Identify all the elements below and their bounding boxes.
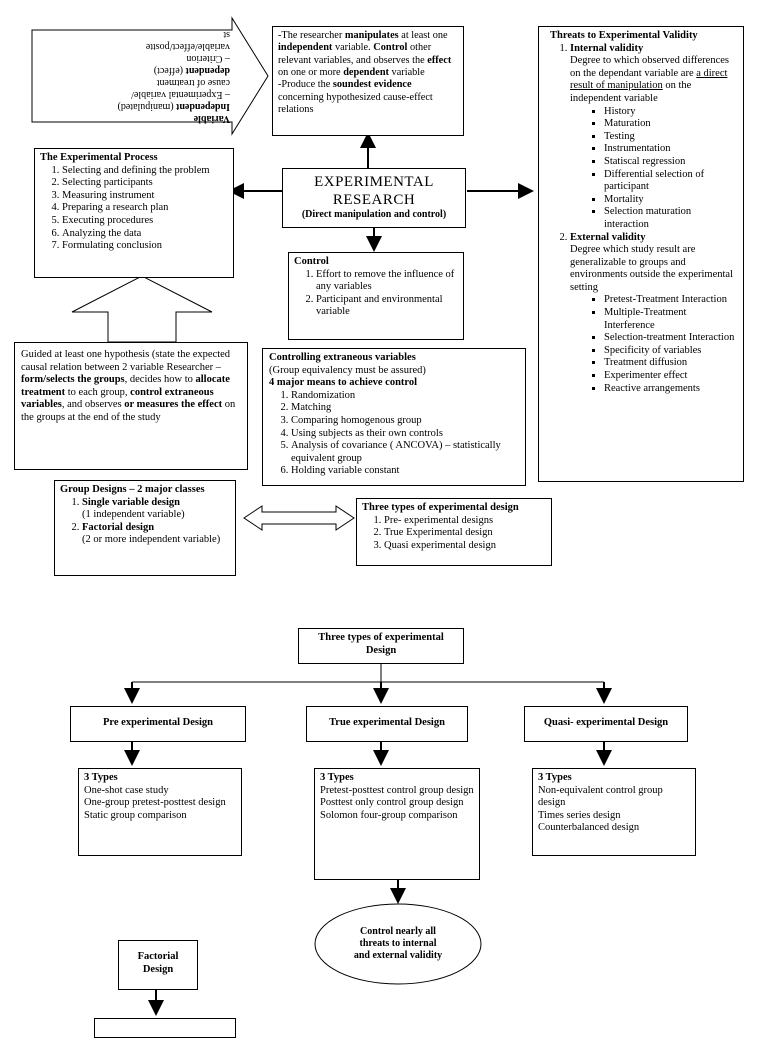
- pre-type: Static group comparison: [84, 809, 187, 821]
- three-types-item: Quasi experimental design: [384, 540, 546, 553]
- external-threat: Reactive arrangements: [604, 383, 738, 396]
- three-types-title: Three types of experimental design: [362, 502, 519, 513]
- process-step: Formulating conclusion: [62, 240, 228, 253]
- control-item: Effort to remove the influence of any va…: [316, 269, 458, 294]
- pre-design-box: Pre experimental Design: [70, 706, 246, 742]
- internal-threat: Statiscal regression: [604, 156, 738, 169]
- extraneous-item: Analysis of covariance ( ANCOVA) – stati…: [291, 440, 519, 465]
- process-title: The Experimental Process: [40, 152, 158, 163]
- extraneous-title: Controlling extraneous variables: [269, 352, 416, 363]
- quasi-type: Non-equivalent control group design: [538, 784, 663, 809]
- process-step: Executing procedures: [62, 215, 228, 228]
- guided-box: Guided at least one hypothesis (state th…: [14, 342, 248, 470]
- extraneous-box: Controlling extraneous variables (Group …: [262, 348, 526, 486]
- group-designs-box: Group Designs – 2 major classes Single v…: [54, 480, 236, 576]
- process-step: Selecting and defining the problem: [62, 165, 228, 178]
- main-title-line1: EXPERIMENTAL: [314, 174, 434, 190]
- true-type: Pretest-posttest control group design: [320, 784, 474, 796]
- quasi-design-box: Quasi- experimental Design: [524, 706, 688, 742]
- internal-threat: History: [604, 106, 738, 119]
- extraneous-item: Holding variable constant: [291, 465, 519, 478]
- external-threat: Pretest-Treatment Interaction: [604, 294, 738, 307]
- quasi-type: Times series design: [538, 809, 621, 821]
- quasi-type: Counterbalanced design: [538, 822, 640, 834]
- process-step: Selecting participants: [62, 177, 228, 190]
- hollow-arrow-variable: [31, 16, 269, 136]
- internal-threat: Instrumentation: [604, 143, 738, 156]
- external-threat: Treatment diffusion: [604, 357, 738, 370]
- definition-box: -The researcher manipulates at least one…: [272, 26, 464, 136]
- double-arrow: [243, 505, 355, 531]
- validity-oval: [314, 903, 482, 985]
- quasi-types-box: 3 Types Non-equivalent control group des…: [532, 768, 696, 856]
- oval-text: Control nearly all threats to internal a…: [353, 926, 443, 961]
- control-box: Control Effort to remove the influence o…: [288, 252, 464, 340]
- process-step: Preparing a research plan: [62, 202, 228, 215]
- process-box: The Experimental Process Selecting and d…: [34, 148, 234, 278]
- control-item: Participant and environmental variable: [316, 294, 458, 319]
- internal-threat: Differential selection of participant: [604, 169, 738, 194]
- control-title: Control: [294, 256, 329, 267]
- external-validity: External validity Degree which study res…: [570, 232, 738, 396]
- external-threat: Experimenter effect: [604, 370, 738, 383]
- pre-type: One-shot case study: [84, 784, 169, 796]
- external-threat: Specificity of variables: [604, 345, 738, 358]
- extraneous-heading: 4 major means to achieve control: [269, 377, 418, 389]
- threats-title: Threats to Experimental Validity: [550, 30, 698, 41]
- internal-threat: Maturation: [604, 118, 738, 131]
- factorial-child-box: [94, 1018, 236, 1038]
- process-step: Measuring instrument: [62, 190, 228, 203]
- internal-threat: Selection maturation interaction: [604, 206, 738, 231]
- three-types-box: Three types of experimental design Pre- …: [356, 498, 552, 566]
- external-threat: Multiple-Treatment Interference: [604, 307, 738, 332]
- extraneous-item: Randomization: [291, 390, 519, 403]
- main-title-line2: RESEARCH: [332, 192, 416, 208]
- tree-root-box: Three types of experimental Design: [298, 628, 464, 664]
- extraneous-sub: (Group equivalency must be assured): [269, 364, 426, 376]
- extraneous-item: Comparing homogenous group: [291, 415, 519, 428]
- pre-type: One-group pretest-posttest design: [84, 797, 226, 809]
- main-box: EXPERIMENTAL RESEARCH (Direct manipulati…: [282, 168, 466, 228]
- three-types-item: Pre- experimental designs: [384, 515, 546, 528]
- true-type: Posttest only control group design: [320, 797, 464, 809]
- process-step: Analyzing the data: [62, 228, 228, 241]
- variable-independent: Independent: [176, 101, 230, 112]
- three-types-item: True Experimental design: [384, 527, 546, 540]
- group-design-item: Single variable design(1 independent var…: [82, 497, 230, 522]
- internal-validity: Internal validity Degree to which observ…: [570, 43, 738, 232]
- internal-threat: Testing: [604, 131, 738, 144]
- extraneous-item: Matching: [291, 402, 519, 415]
- true-type: Solomon four-group comparison: [320, 809, 458, 821]
- hollow-arrow-guided: [71, 275, 213, 343]
- pre-types-box: 3 Types One-shot case study One-group pr…: [78, 768, 242, 856]
- true-types-box: 3 Types Pretest-posttest control group d…: [314, 768, 480, 880]
- main-subtitle: (Direct manipulation and control): [301, 209, 447, 220]
- external-threat: Selection-treatment Interaction: [604, 332, 738, 345]
- group-design-item: Factorial design(2 or more independent v…: [82, 522, 230, 547]
- group-designs-title: Group Designs – 2 major classes: [60, 484, 205, 495]
- internal-threat: Mortality: [604, 194, 738, 207]
- threats-box: Threats to Experimental Validity Interna…: [538, 26, 744, 482]
- extraneous-item: Using subjects as their own controls: [291, 428, 519, 441]
- process-list: Selecting and defining the problem Selec…: [40, 165, 228, 253]
- true-design-box: True experimental Design: [306, 706, 468, 742]
- factorial-box: Factorial Design: [118, 940, 198, 990]
- variable-title: Variable: [193, 113, 230, 124]
- variable-box: Variable Independent (manipulated) – Exp…: [36, 29, 231, 124]
